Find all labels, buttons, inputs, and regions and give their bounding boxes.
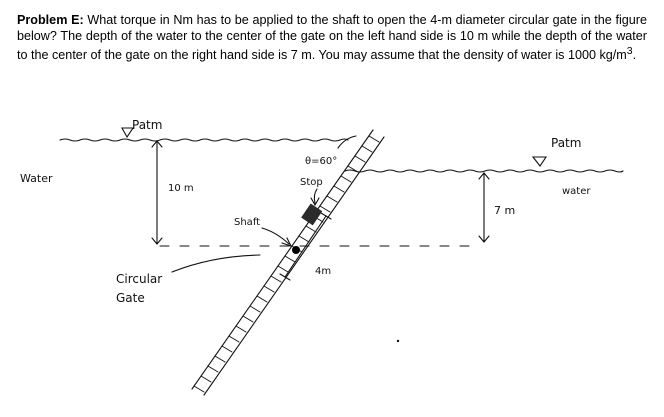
- left-water-surface: [59, 138, 349, 142]
- gate-label: Gate: [116, 291, 145, 305]
- circular-gate-leader: [171, 254, 261, 273]
- left-patm-label: Patm: [132, 118, 162, 132]
- problem-superscript: 3: [626, 45, 633, 58]
- problem-period: .: [632, 48, 637, 63]
- circular-label: Circular: [116, 272, 162, 286]
- stray-dot: [396, 339, 400, 343]
- left-depth-label: 10 m: [168, 183, 194, 194]
- angle-arc: [337, 135, 357, 149]
- right-water-label: water: [562, 186, 591, 197]
- problem-text: What torque in Nm has to be applied to t…: [17, 13, 648, 63]
- left-surface-marker: [121, 127, 135, 139]
- right-depth-label: 7 m: [494, 204, 515, 217]
- right-surface-marker: [531, 156, 548, 167]
- shaft-dot: [292, 246, 300, 254]
- shaft-label: Shaft: [234, 217, 260, 228]
- shaft-pointer: [261, 227, 290, 245]
- stop-block: [301, 203, 323, 226]
- gate-hatching: [193, 135, 380, 393]
- left-water-label: Water: [20, 172, 53, 185]
- problem-label: Problem E:: [17, 13, 84, 27]
- angle-label: θ=60°: [305, 156, 337, 167]
- right-patm-label: Patm: [551, 136, 581, 150]
- stop-pointer: [313, 188, 318, 204]
- right-water-surface: [344, 169, 624, 173]
- gate-plate: [191, 129, 374, 390]
- stop-label: Stop: [300, 177, 323, 188]
- gate-diameter-label: 4m: [315, 266, 331, 277]
- problem-statement: Problem E: What torque in Nm has to be a…: [17, 13, 647, 64]
